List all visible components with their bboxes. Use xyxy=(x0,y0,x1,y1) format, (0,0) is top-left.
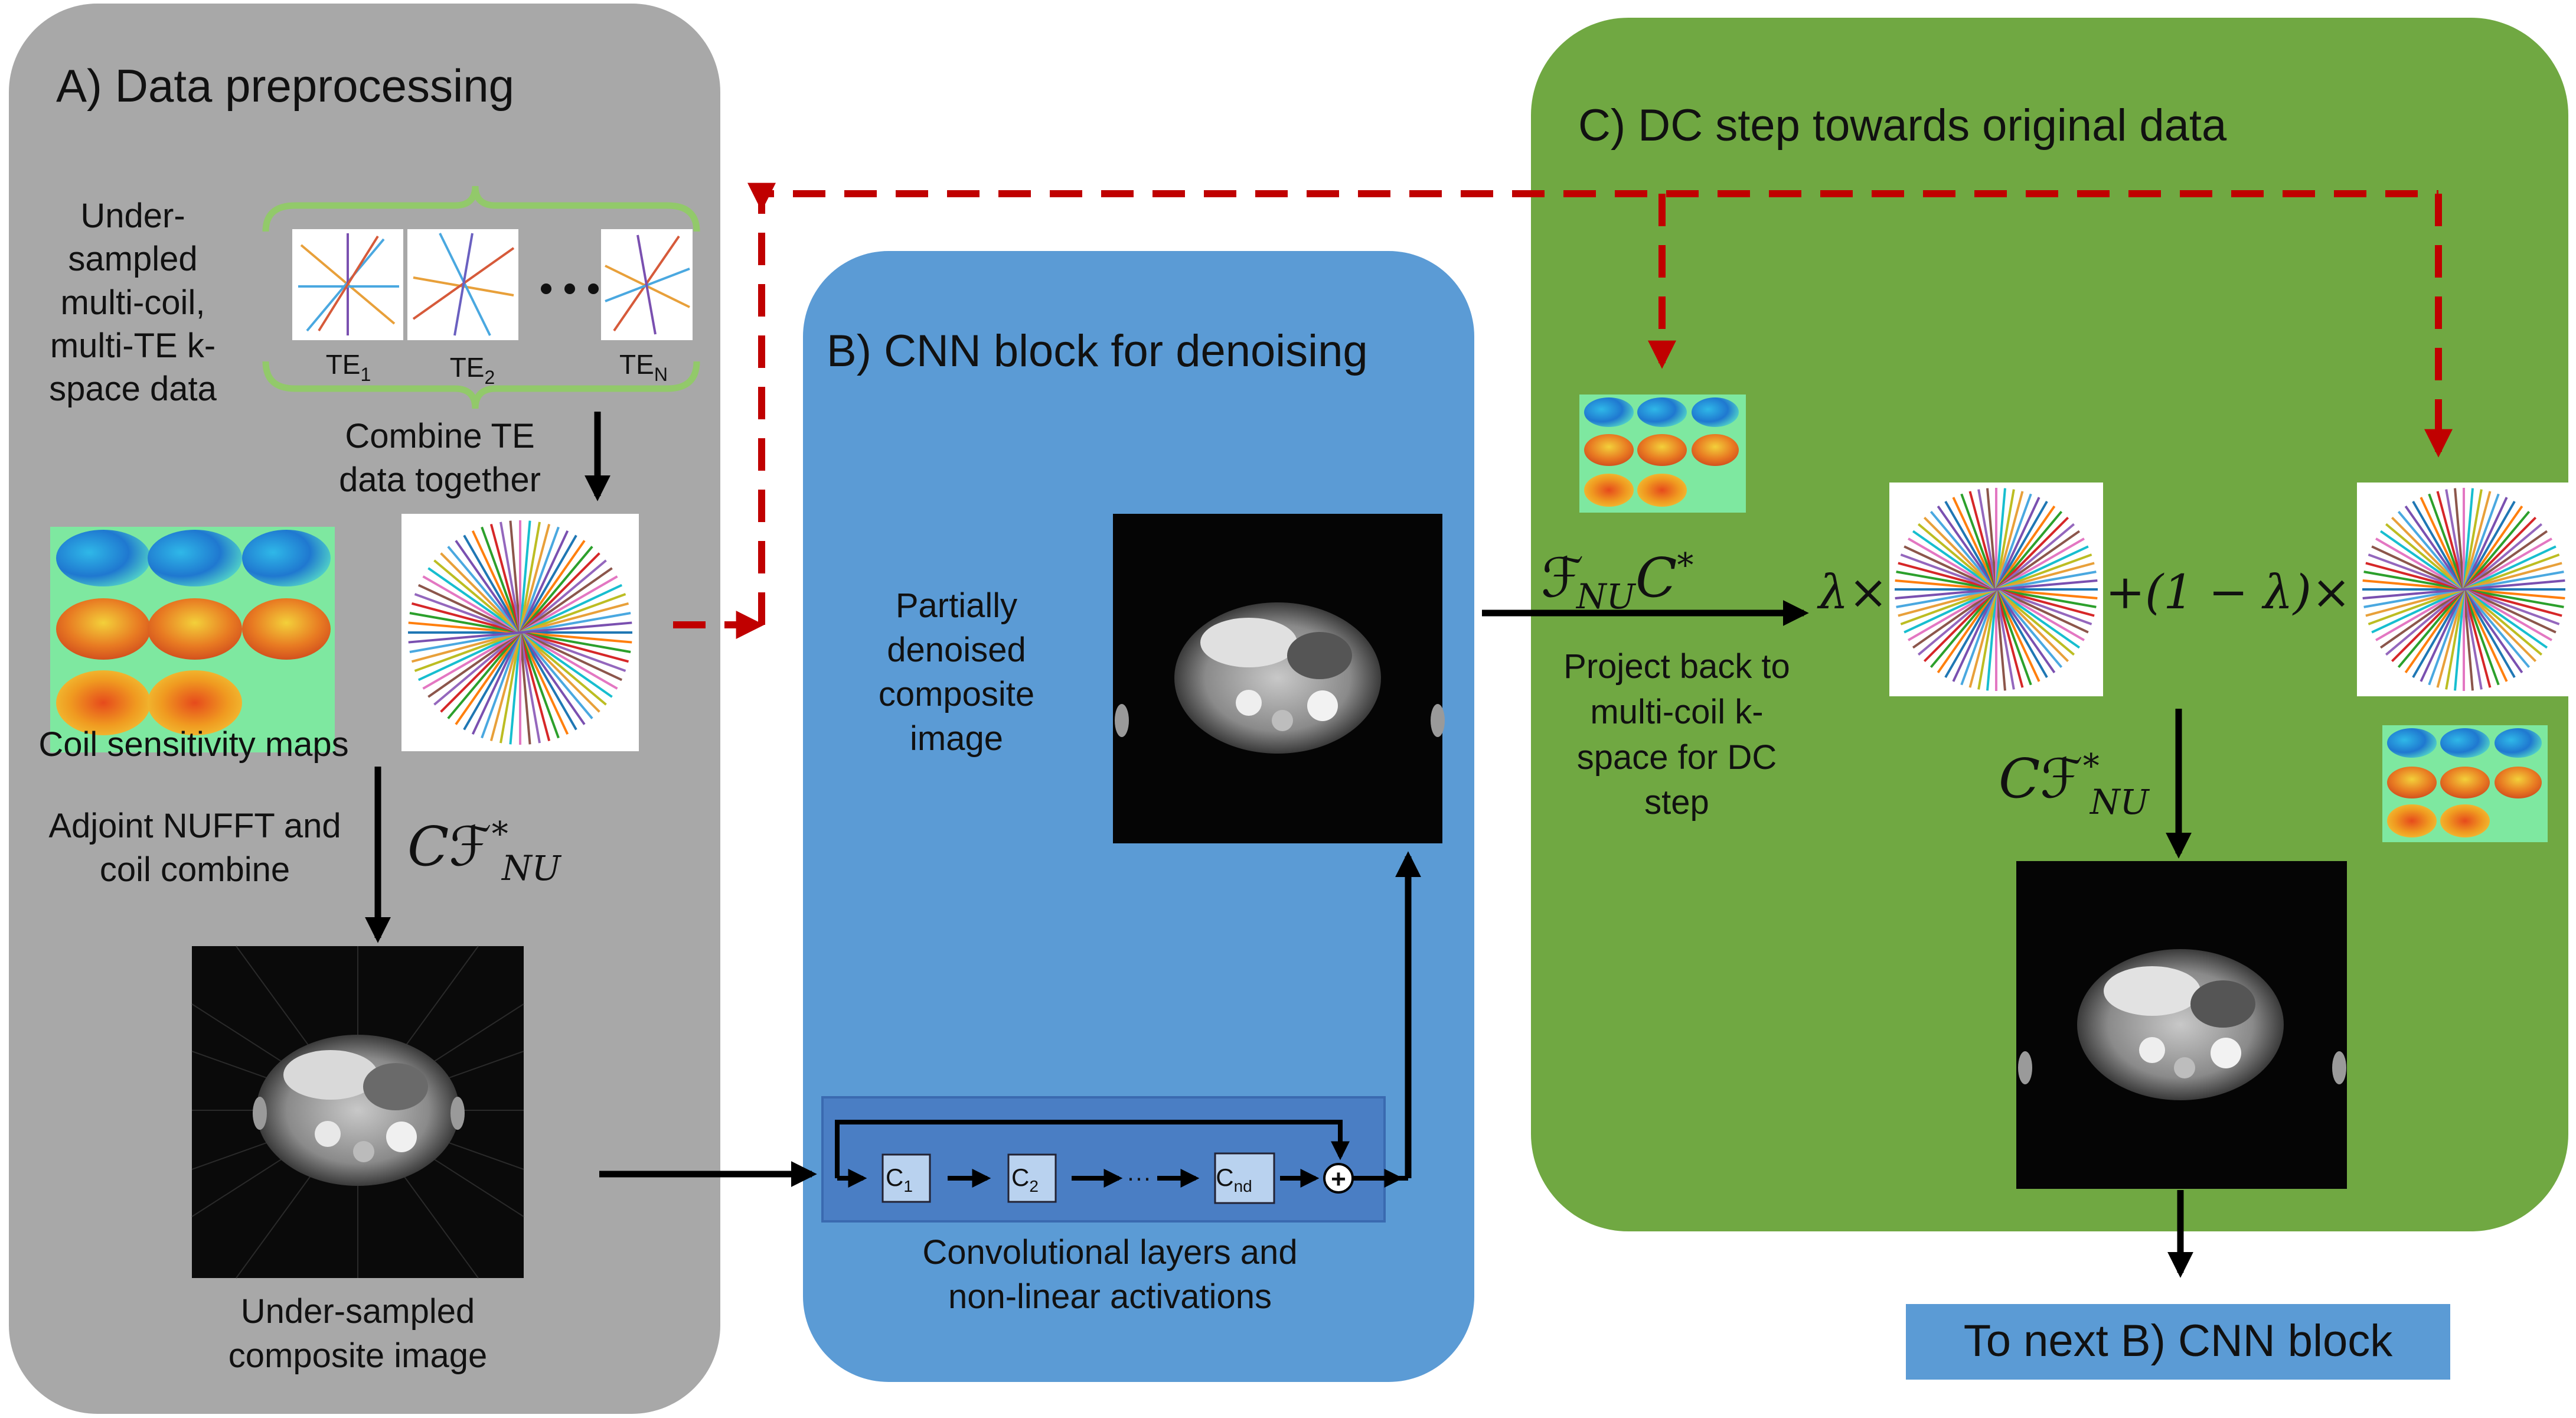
undersampled-label-line: Under-sampled xyxy=(241,1292,475,1331)
coil-maps-label: Coil sensitivity maps xyxy=(38,725,348,764)
svg-text:Cℱ*: Cℱ* xyxy=(1999,747,2100,810)
conv-layer-2: C2 xyxy=(1007,1153,1057,1203)
te-label-1: TE1 xyxy=(326,349,371,385)
panel-c-title: C) DC step towards original data xyxy=(1578,100,2227,151)
svg-text:ℱ: ℱ xyxy=(1541,546,1584,609)
combine-label-line: Combine TE xyxy=(345,417,534,455)
kspace-data-label: Under- sampled multi-coil, multi-TE k- s… xyxy=(49,197,217,408)
te-kspace-1 xyxy=(292,229,403,340)
next-cnn-block-box xyxy=(1906,1304,2450,1380)
kspace-spoke xyxy=(1895,579,2098,599)
svg-text:+: + xyxy=(1331,1165,1346,1194)
coil-sensitivity-maps-c-bottom xyxy=(2382,725,2548,842)
svg-text:Cℱ*: Cℱ* xyxy=(407,815,508,878)
next-cnn-block-label: To next B) CNN block xyxy=(1964,1316,2393,1366)
undersampled-label-line: composite image xyxy=(228,1336,487,1375)
te-label-2: TE2 xyxy=(450,352,495,388)
ellipsis xyxy=(541,283,599,294)
kspace-estimate-spokes xyxy=(1895,488,2098,691)
partial-label-line: Partially xyxy=(896,586,1017,625)
conv-label-line: non-linear activations xyxy=(948,1277,1272,1316)
combine-label-line: data together xyxy=(339,461,541,499)
te-kspace-2 xyxy=(407,229,518,340)
svg-text:C1: C1 xyxy=(886,1163,913,1195)
kspace-spoke xyxy=(408,621,632,644)
svg-text:Cnd: Cnd xyxy=(1216,1163,1252,1195)
conv-layer-nd: Cnd xyxy=(1214,1152,1275,1204)
partial-label-line: composite xyxy=(879,675,1034,713)
one-minus-lambda-term: +(1 − λ)× xyxy=(2105,565,2351,620)
kspace-label-line: multi-TE k- xyxy=(50,327,216,365)
te-label-n: TEN xyxy=(619,349,668,385)
coil-sensitivity-maps-c-top xyxy=(1579,395,1746,513)
conv-layer-1: C1 xyxy=(881,1153,931,1203)
svg-text:TEN: TEN xyxy=(619,349,668,385)
forward-operator: ℱ NU C* xyxy=(1541,546,1693,617)
kspace-label-line: Under- xyxy=(80,197,185,235)
kspace-label-line: multi-coil, xyxy=(61,283,205,322)
svg-text:NU: NU xyxy=(501,848,562,888)
coil-sensitivity-maps-a xyxy=(50,527,335,752)
kspace-spoke xyxy=(2362,579,2565,599)
adjoint-operator-c: Cℱ* NU xyxy=(1999,747,2150,822)
panel-b-title: B) CNN block for denoising xyxy=(827,326,1368,376)
skip-connection xyxy=(835,1120,1350,1178)
top-brace xyxy=(262,185,700,232)
svg-text:C*: C* xyxy=(1635,546,1693,609)
lambda-term: λ× xyxy=(1817,565,1888,620)
partial-label-line: denoised xyxy=(887,631,1026,669)
combined-kspace-spokes xyxy=(408,520,632,745)
panel-a-background xyxy=(9,4,720,1414)
dashed-data-path xyxy=(673,182,2453,639)
svg-text:NU: NU xyxy=(2089,782,2150,822)
kspace-original-spokes xyxy=(2362,488,2565,691)
project-label-line: step xyxy=(1644,783,1709,822)
project-label-line: space for DC xyxy=(1577,738,1777,777)
conv-label-line: Convolutional layers and xyxy=(922,1233,1297,1272)
sum-node: + xyxy=(1323,1163,1354,1194)
panel-a-title: A) Data preprocessing xyxy=(56,60,514,112)
svg-text:TE1: TE1 xyxy=(326,349,371,385)
svg-text:TE2: TE2 xyxy=(450,352,495,388)
svg-text:C2: C2 xyxy=(1011,1163,1039,1195)
partially-denoised-image xyxy=(1113,514,1445,843)
adjoint-label-line: Adjoint NUFFT and xyxy=(48,807,341,845)
bottom-brace xyxy=(262,361,700,409)
adjoint-label-line: coil combine xyxy=(100,850,290,889)
adjoint-operator-a: Cℱ* NU xyxy=(407,815,562,888)
layer-dots: ··· xyxy=(1127,1163,1151,1191)
project-label-line: Project back to xyxy=(1563,647,1790,686)
project-label-line: multi-coil k- xyxy=(1590,693,1763,731)
kspace-label-line: sampled xyxy=(68,240,197,278)
kspace-label-line: space data xyxy=(49,370,217,408)
undersampled-composite-image xyxy=(191,946,524,1279)
partial-label-line: image xyxy=(910,719,1003,758)
dc-output-image xyxy=(2016,861,2347,1189)
te-kspace-n xyxy=(601,229,693,340)
